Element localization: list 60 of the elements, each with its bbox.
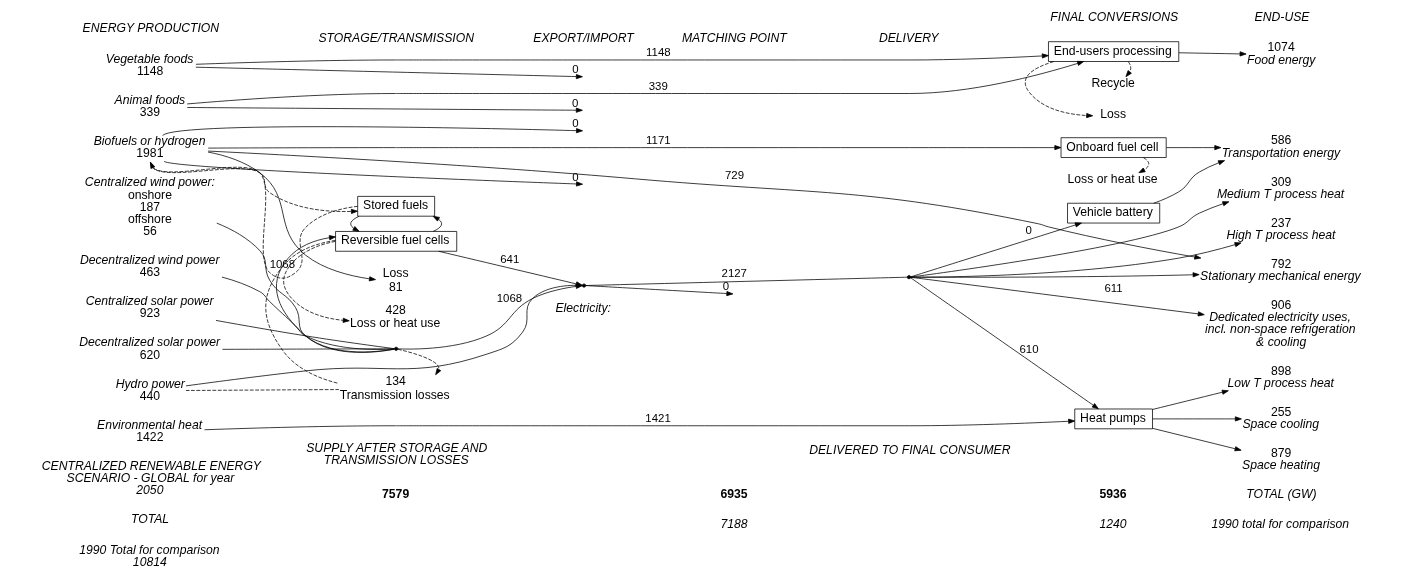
node-text: Centralized solar power 923 (85, 294, 214, 321)
node-text: Decentralized solar power 620 (78, 335, 220, 362)
node-text: Loss 81 (382, 266, 409, 294)
node-text: Loss (1099, 106, 1126, 121)
node-text: Decentralized wind power 463 (79, 253, 219, 280)
node-text: 428 Loss or heat use (349, 302, 440, 331)
node-text: 134 Transmission losses (339, 374, 450, 402)
node-text: Hydro power 440 (115, 376, 185, 403)
edge-label: 0 (1025, 224, 1032, 237)
edge-label: 611 (1103, 281, 1123, 294)
edge-label: 0 (571, 170, 579, 183)
label: 6935 (719, 487, 748, 501)
node-text: 879 Space heating (1241, 445, 1320, 473)
node-text: Recycle (1091, 76, 1135, 91)
label: TOTAL (GW) (1245, 487, 1317, 501)
node-text: 906 Dedicated electricity uses, incl. non-space refrigeration & cooling (1204, 298, 1355, 349)
label: TOTAL (130, 512, 169, 527)
label: 7579 (381, 487, 409, 501)
label: Electricity: (554, 301, 611, 316)
node-text: Loss or heat use (1067, 172, 1158, 187)
label: DELIVERY (878, 30, 939, 45)
edge-label: 1421 (644, 411, 671, 424)
edge-label: 641 (499, 252, 519, 265)
label: END-USE (1254, 9, 1309, 24)
node-text: 898 Low T process heat (1227, 363, 1334, 390)
edge-label: 339 (648, 79, 668, 92)
label: EXPORT/IMPORT (532, 30, 634, 45)
label: 1990 total for comparison (1211, 517, 1349, 532)
label: STORAGE/TRANSMISSION (317, 30, 474, 45)
edge-label: 0 (571, 63, 579, 76)
node-text: 1074 Food energy (1246, 40, 1315, 67)
label: DELIVERED TO FINAL CONSUMER (808, 442, 1011, 457)
edge-label: 1148 (645, 46, 671, 59)
label: 1990 Total for comparison 10814 (78, 542, 220, 569)
label: 1240 (1099, 517, 1127, 532)
label: 5936 (1099, 487, 1127, 501)
node-text: 309 Medium T process heat (1216, 174, 1344, 201)
node-text: Environmental heat 1422 (96, 417, 202, 444)
edge-label: 1068 (496, 291, 522, 304)
edge-label: 0 (722, 280, 729, 293)
edge-label: 610 (1019, 342, 1039, 355)
node-text: 792 Stationary mechanical energy (1199, 256, 1361, 284)
label: FINAL CONVERSIONS (1049, 9, 1178, 24)
edge-label: 1171 (645, 133, 671, 146)
edge-label: 2127 (721, 267, 747, 280)
node-text: 255 Space cooling (1241, 404, 1319, 431)
label: MATCHING POINT (681, 30, 787, 45)
label: CENTRALIZED RENEWABLE ENERGY SCENARIO - GLOBAL for year 2050 (41, 458, 261, 498)
label: SUPPLY AFTER STORAGE AND TRANSMISSION LOSSES (305, 441, 487, 468)
node-text: Vegetable foods 1148 (105, 51, 193, 79)
edge-label: 0 (571, 117, 579, 130)
node-text: Centralized wind power: onshore 187 offshore 56 (84, 175, 215, 239)
node-text: Biofuels or hydrogen 1981 (93, 134, 205, 161)
edge-label: 0 (571, 97, 578, 110)
node-text: Animal foods 339 (114, 93, 185, 120)
edge-label: 729 (724, 168, 744, 181)
node-text: 237 High T process heat (1225, 215, 1335, 242)
node-text: 586 Transportation energy (1221, 133, 1340, 160)
label: 7188 (719, 517, 748, 532)
label: ENERGY PRODUCTION (82, 21, 219, 36)
